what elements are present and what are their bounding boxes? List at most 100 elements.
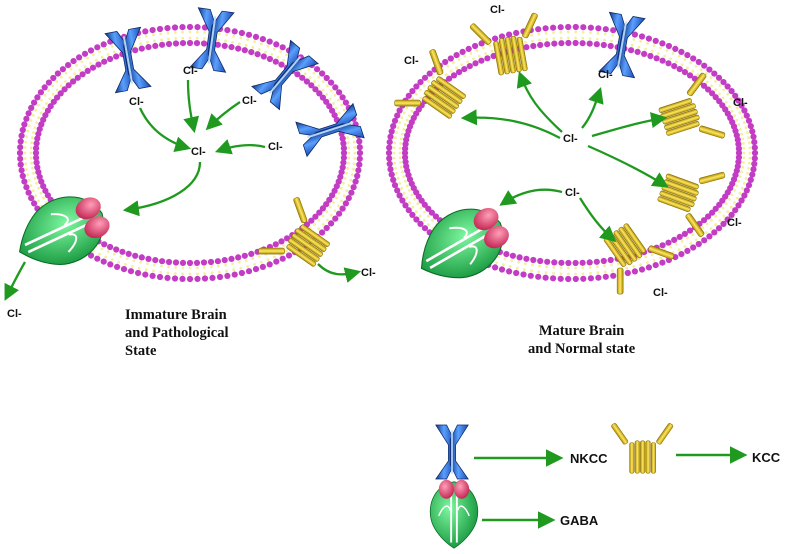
membrane-lipid: [557, 24, 564, 31]
membrane-lipid: [478, 40, 485, 47]
membrane-lipid: [303, 78, 310, 85]
membrane-lipid: [431, 218, 434, 222]
membrane-lipid: [326, 196, 333, 203]
membrane-lipid: [706, 233, 713, 240]
membrane-lipid: [740, 186, 744, 190]
membrane-lipid: [137, 36, 141, 40]
membrane-lipid: [196, 272, 199, 276]
membrane-lipid: [721, 206, 725, 210]
membrane-lipid: [457, 58, 461, 61]
membrane-lipid: [279, 44, 286, 51]
membrane-lipid: [112, 252, 116, 256]
membrane-lipid: [530, 269, 533, 273]
membrane-lipid: [41, 84, 48, 91]
membrane-lipid: [355, 167, 362, 174]
membrane-lipid: [741, 107, 748, 114]
membrane-lipid: [617, 262, 620, 266]
membrane-lipid: [241, 252, 248, 259]
membrane-lipid: [253, 263, 256, 266]
membrane-lipid: [523, 44, 530, 51]
caption-left-line: and Pathological: [125, 325, 229, 341]
membrane-lipid: [502, 263, 505, 267]
membrane-lipid: [530, 256, 537, 264]
membrane-lipid: [193, 259, 201, 266]
membrane-lipid: [313, 80, 316, 83]
membrane-lipid: [120, 266, 128, 273]
membrane-lipid: [413, 197, 416, 201]
membrane-lipid: [728, 105, 731, 109]
membrane-lipid: [217, 38, 220, 42]
membrane-lipid: [98, 252, 101, 256]
membrane-lipid: [537, 257, 544, 265]
membrane-lipid: [24, 162, 28, 166]
membrane-lipid: [319, 229, 326, 236]
membrane-lipid: [705, 86, 712, 93]
membrane-lipid: [398, 156, 402, 160]
membrane-lipid: [232, 34, 236, 38]
left-cell: Cl- Cl- Cl- Cl- Cl- Cl- Cl-: [4, 7, 376, 320]
membrane-lipid: [321, 223, 325, 226]
membrane-lipid: [650, 253, 654, 257]
membrane-lipid: [392, 146, 396, 150]
membrane-lipid: [173, 272, 177, 275]
membrane-lipid: [30, 99, 38, 106]
membrane-lipid: [400, 116, 404, 120]
membrane-lipid: [724, 83, 731, 90]
membrane-lipid: [735, 184, 739, 188]
membrane-lipid: [431, 76, 435, 79]
membrane-lipid: [181, 36, 185, 40]
membrane-lipid: [326, 103, 333, 110]
membrane-lipid: [125, 257, 129, 260]
membrane-lipid: [596, 31, 600, 35]
membrane-lipid: [303, 72, 307, 76]
membrane-lipid: [610, 272, 617, 279]
membrane-lipid: [348, 189, 355, 196]
right-arrows: [460, 70, 669, 243]
membrane-lipid: [610, 39, 613, 43]
membrane-lipid: [393, 161, 396, 165]
membrane-lipid: [610, 263, 613, 267]
membrane-lipid: [167, 265, 170, 269]
membrane-lipid: [572, 39, 579, 47]
membrane-lipid: [238, 42, 241, 46]
membrane-lipid: [552, 266, 556, 269]
membrane-lipid: [202, 266, 206, 269]
membrane-lipid: [638, 266, 646, 273]
membrane-lipid: [352, 135, 355, 139]
membrane-lipid: [699, 68, 703, 72]
membrane-lipid: [405, 106, 409, 110]
membrane-lipid: [414, 210, 418, 214]
membrane-lipid: [21, 178, 28, 185]
membrane-lipid: [749, 171, 756, 178]
membrane-lipid: [432, 213, 439, 220]
membrane-lipid: [132, 259, 136, 262]
membrane-lipid: [325, 93, 329, 96]
membrane-lipid: [139, 260, 143, 264]
membrane-lipid: [705, 222, 709, 226]
membrane-lipid: [644, 255, 647, 259]
membrane-lipid: [751, 144, 758, 151]
membrane-lipid: [744, 126, 748, 129]
membrane-lipid: [475, 49, 479, 52]
membrane-lipid: [740, 132, 743, 136]
membrane-lipid: [409, 88, 416, 95]
membrane-lipid: [338, 169, 345, 176]
membrane-lipid: [523, 255, 530, 262]
membrane-lipid: [216, 273, 224, 281]
membrane-lipid: [607, 256, 614, 264]
membrane-lipid: [393, 141, 396, 145]
membrane-lipid: [345, 171, 348, 175]
membrane-lipid: [593, 41, 600, 48]
membrane-lipid: [639, 39, 642, 43]
membrane-lipid: [23, 146, 27, 149]
membrane-lipid: [356, 161, 363, 168]
membrane-lipid: [559, 30, 563, 34]
membrane-lipid: [428, 209, 435, 216]
membrane-lipid: [47, 89, 50, 92]
membrane-lipid: [340, 140, 347, 147]
membrane-lipid: [172, 259, 180, 266]
membrane-lipid: [248, 250, 255, 257]
membrane-lipid: [307, 67, 311, 71]
membrane-lipid: [356, 138, 363, 145]
